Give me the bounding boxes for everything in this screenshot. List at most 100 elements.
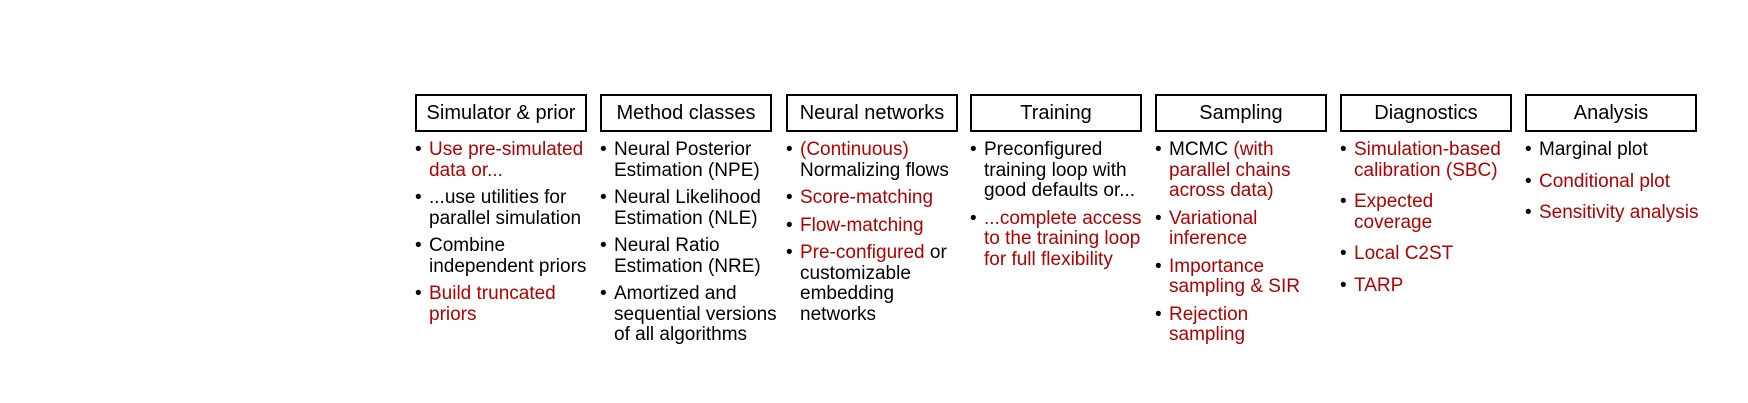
item-text: Preconfigured [984, 139, 1103, 160]
item-line: Build truncated [429, 283, 587, 305]
item-line: sequential versions [614, 304, 777, 326]
item-text: or [924, 242, 947, 263]
item-line: of all algorithms [614, 324, 777, 346]
item-text: Neural Ratio [614, 235, 720, 256]
highlighted-text: across data) [1169, 180, 1274, 201]
highlighted-text: priors [429, 303, 477, 325]
item-line: Variational [1169, 208, 1327, 230]
item-text: Neural Posterior [614, 139, 752, 160]
item-line: for full flexibility [984, 248, 1142, 271]
item-text: parallel simulation [429, 207, 582, 229]
header-training: Training [970, 94, 1142, 132]
item-line: (Continuous) [800, 139, 958, 161]
item-list: (Continuous)Normalizing flowsScore-match… [786, 139, 958, 325]
item-line: Pre-configured or [800, 242, 958, 264]
item-line: Importance [1169, 255, 1327, 278]
item-line: Normalizing flows [800, 160, 958, 182]
item-line: Estimation (NRE) [614, 256, 777, 278]
item-line: customizable [800, 262, 958, 285]
item-line: embedding [800, 283, 958, 305]
item-text: of all algorithms [614, 324, 748, 345]
list-item: TARP [1340, 274, 1512, 297]
list-item: (Continuous)Normalizing flows [786, 139, 958, 182]
column-training: TrainingPreconfiguredtraining loop withg… [970, 94, 1142, 277]
item-line: Score-matching [800, 187, 958, 209]
item-line: Neural Ratio [614, 235, 777, 257]
highlighted-text: Local C2ST [1354, 243, 1454, 264]
item-line: across data) [1169, 180, 1327, 202]
highlighted-text: TARP [1354, 274, 1404, 296]
header-method-classes: Method classes [600, 94, 772, 132]
item-line: inference [1169, 228, 1327, 250]
item-text: Amortized and [614, 283, 737, 304]
column-method-classes: Method classesNeural PosteriorEstimation… [600, 94, 777, 353]
item-line: Combine [429, 235, 587, 257]
item-text: independent priors [429, 255, 587, 277]
highlighted-text: Simulation-based [1354, 139, 1501, 160]
highlighted-text: Use pre-simulated [429, 139, 584, 160]
item-line: calibration (SBC) [1354, 159, 1512, 182]
item-line: Local C2ST [1354, 243, 1512, 265]
item-text: Marginal plot [1539, 139, 1648, 160]
item-line: ...complete access [984, 207, 1142, 230]
list-item: Pre-configured orcustomizableembeddingne… [786, 242, 958, 325]
highlighted-text: Flow-matching [800, 214, 924, 236]
item-line: training loop with [984, 160, 1142, 182]
column-analysis: AnalysisMarginal plotConditional plotSen… [1525, 94, 1698, 235]
item-line: independent priors [429, 255, 587, 278]
list-item: Marginal plot [1525, 139, 1698, 161]
highlighted-text: Pre-configured [800, 242, 925, 263]
item-line: Amortized and [614, 283, 777, 305]
highlighted-text: coverage [1354, 211, 1433, 233]
item-text: Estimation (NPE) [614, 159, 760, 181]
item-line: Rejection [1169, 304, 1327, 326]
item-text: good defaults or... [984, 180, 1136, 201]
item-line: Simulation-based [1354, 139, 1512, 161]
highlighted-text: Conditional plot [1539, 170, 1670, 192]
highlighted-text: sampling & SIR [1169, 276, 1300, 297]
item-text: MCMC [1169, 139, 1234, 160]
column-neural-networks: Neural networks(Continuous)Normalizing f… [786, 94, 958, 332]
item-list: Marginal plotConditional plotSensitivity… [1525, 139, 1699, 224]
item-line: Estimation (NLE) [614, 208, 777, 230]
item-line: to the training loop [984, 228, 1142, 250]
highlighted-text: Expected [1354, 191, 1434, 212]
item-line: sampling [1169, 324, 1327, 346]
list-item: Sensitivity analysis [1525, 202, 1699, 224]
list-item: Local C2ST [1340, 243, 1512, 265]
highlighted-text: for full flexibility [984, 248, 1113, 270]
highlighted-text: parallel chains [1169, 159, 1291, 181]
highlighted-text: Importance [1169, 255, 1265, 277]
item-line: ...use utilities for [429, 187, 587, 209]
item-text: customizable [800, 262, 911, 284]
item-line: Estimation (NPE) [614, 159, 777, 182]
item-line: data or... [429, 160, 587, 182]
item-line: Neural Likelihood [614, 187, 777, 209]
highlighted-text: calibration (SBC) [1354, 159, 1498, 181]
header-simulator-prior: Simulator & prior [415, 94, 587, 132]
highlighted-text: ...complete access [984, 207, 1142, 229]
highlighted-text: (Continuous) [800, 139, 909, 160]
item-line: parallel chains [1169, 159, 1327, 182]
highlighted-text: Sensitivity analysis [1539, 202, 1699, 223]
item-line: MCMC (with [1169, 139, 1327, 161]
highlighted-text: (with [1233, 139, 1274, 160]
highlighted-text: sampling [1169, 324, 1246, 345]
